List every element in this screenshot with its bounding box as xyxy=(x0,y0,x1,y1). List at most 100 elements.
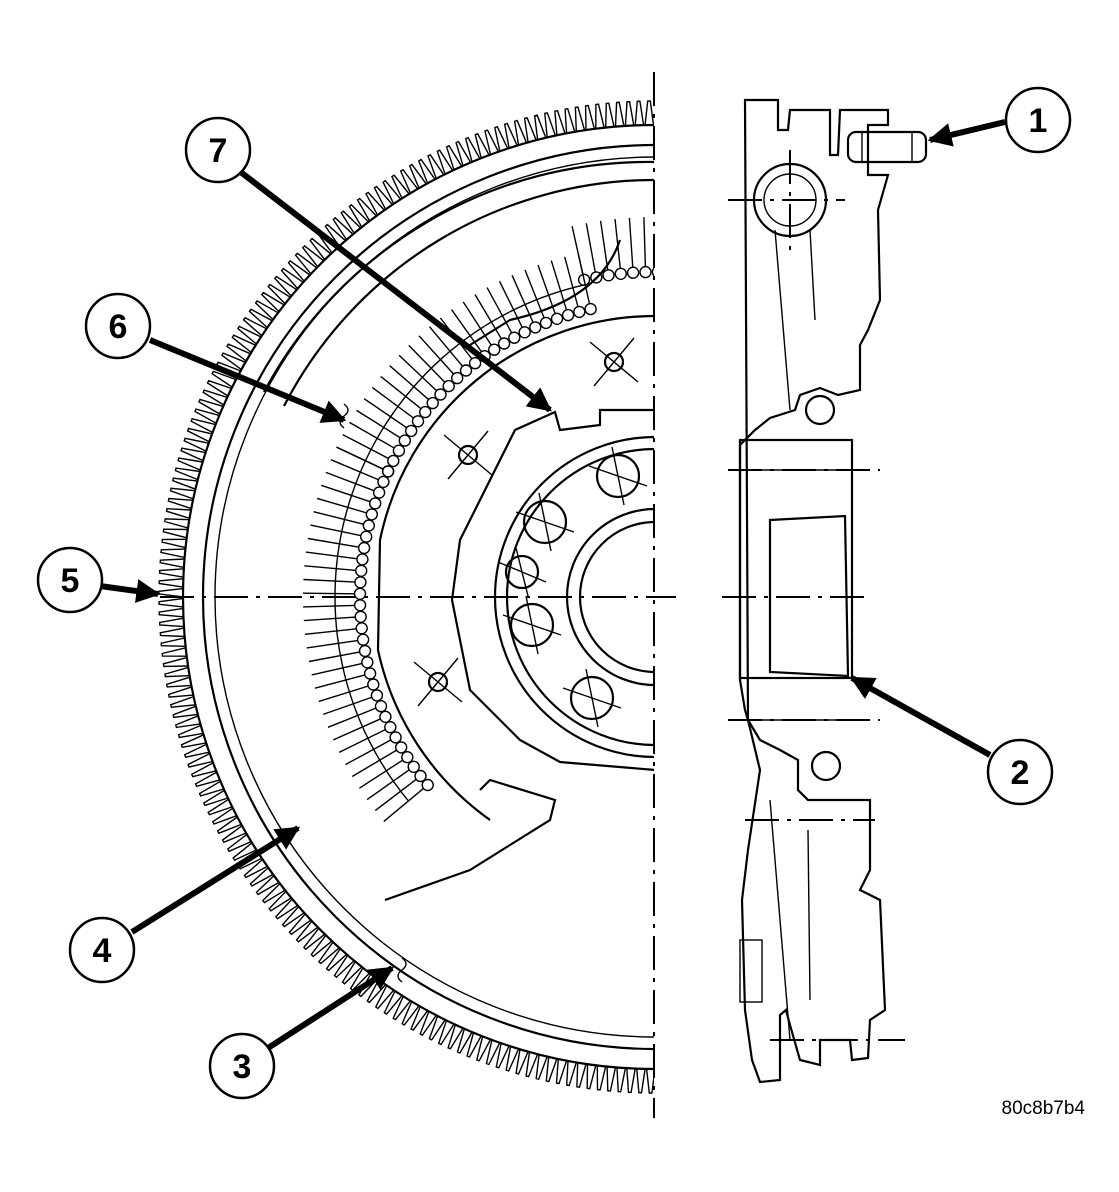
spring-coil-end xyxy=(354,576,367,589)
cover-hole-tick xyxy=(417,657,459,707)
spring-coil-end xyxy=(357,541,371,555)
internal-line xyxy=(769,799,791,1041)
spring-coil xyxy=(336,446,384,470)
bolt-hole-crosshair xyxy=(515,547,529,597)
spring-coil-end xyxy=(392,444,406,457)
spring-coil xyxy=(330,459,380,481)
spring-coil-end xyxy=(442,379,455,393)
spring-coil-end xyxy=(377,475,390,489)
spring-coil-end xyxy=(381,465,395,478)
callout-3: 3 xyxy=(208,1032,276,1100)
spring-coil xyxy=(356,409,401,439)
gear-tooth-profile xyxy=(158,100,654,1094)
rivet-small-lower xyxy=(810,750,842,782)
bolt-hole xyxy=(595,453,641,499)
bolt-section xyxy=(846,130,928,164)
spring-cover-upper xyxy=(283,178,654,407)
spring-coil-end xyxy=(398,434,411,447)
spring-coil xyxy=(333,718,382,741)
spring-coil xyxy=(643,217,647,268)
spring-coil xyxy=(359,759,404,789)
leader-6 xyxy=(148,337,347,423)
bolt-hole xyxy=(569,675,615,721)
spring-coil xyxy=(310,524,362,537)
spring-coil xyxy=(708,222,716,271)
hub-section xyxy=(738,438,854,680)
spring-coil-end xyxy=(602,269,615,282)
spring-coil xyxy=(363,398,408,429)
callout-6-label: 6 xyxy=(109,308,128,346)
spring-coil xyxy=(757,236,772,284)
spring-coil xyxy=(721,225,731,274)
spring-coil xyxy=(462,301,493,346)
spring-coil-end xyxy=(750,282,761,293)
spring-guide-arc xyxy=(334,284,586,802)
flywheel-section-outline xyxy=(738,98,890,1084)
callout-1-label: 1 xyxy=(1029,102,1048,140)
spring-coil-end xyxy=(365,508,378,521)
spring-coil xyxy=(313,511,365,525)
bolt-hole-crosshair xyxy=(585,668,599,728)
spring-coil xyxy=(571,226,584,276)
spring-coil-end xyxy=(488,343,501,356)
bolt-hole-crosshair xyxy=(611,446,625,506)
spring-cover-upper-outer xyxy=(263,160,654,393)
spring-coil-end xyxy=(690,269,701,280)
spring-coil xyxy=(451,309,483,353)
spring-coil xyxy=(304,628,357,635)
spring-coil xyxy=(314,674,366,689)
callout-leaders xyxy=(99,119,1006,1051)
leader-7 xyxy=(236,167,552,413)
spring-coil-end xyxy=(468,357,482,370)
flywheel-front-view xyxy=(158,100,772,1094)
spring-coil-end xyxy=(405,424,418,438)
spring-coil xyxy=(308,651,361,663)
spring-coil-end xyxy=(353,599,367,612)
spring-coil-end xyxy=(353,587,367,600)
spring-coil xyxy=(303,616,356,622)
spring-coil-end xyxy=(421,778,434,792)
bolt-hole-crosshair xyxy=(525,595,539,655)
spring-coil xyxy=(733,228,745,277)
callout-5-label: 5 xyxy=(61,562,80,600)
internal-line xyxy=(807,829,811,1001)
spring-coil xyxy=(389,365,430,401)
cover-hole xyxy=(427,671,449,693)
spring-coil-end xyxy=(665,267,676,278)
cover-hole-tick xyxy=(447,430,489,480)
internal-line xyxy=(774,229,791,411)
spring-coil xyxy=(325,471,375,492)
spring-coil-end xyxy=(714,273,725,284)
spring-coil-end xyxy=(372,486,386,499)
spring-coil xyxy=(351,749,398,778)
spring-coil-end xyxy=(677,268,688,279)
spring-coil-end xyxy=(738,279,749,290)
callout-2: 2 xyxy=(986,738,1054,806)
spring-coil-end xyxy=(379,710,392,723)
cover-hole-tick xyxy=(593,337,635,387)
callout-1: 1 xyxy=(1004,86,1072,154)
spring-coil xyxy=(671,217,673,267)
bolt-hole xyxy=(522,499,568,545)
spring-coil-end xyxy=(411,415,425,428)
spring-coil xyxy=(599,220,609,271)
spring-coil-end xyxy=(369,497,382,510)
squiggle-6 xyxy=(339,403,349,429)
spring-coil-end xyxy=(361,656,374,669)
spring-coil xyxy=(305,551,358,560)
spring-coil-end xyxy=(354,610,367,623)
spring-coil xyxy=(374,778,418,812)
spring-coil xyxy=(316,497,368,514)
spring-coil-end xyxy=(362,519,375,532)
spring-coil xyxy=(306,639,359,649)
damper-springs xyxy=(302,217,772,822)
spring-coil xyxy=(398,354,438,392)
leader-5 xyxy=(99,579,161,603)
spring-coil-end xyxy=(370,689,384,702)
cover-hole xyxy=(603,351,625,373)
spring-coil-end xyxy=(518,326,531,339)
cover-mounting-holes xyxy=(413,337,639,707)
spring-coil xyxy=(366,769,411,801)
spring-coil xyxy=(371,386,415,419)
